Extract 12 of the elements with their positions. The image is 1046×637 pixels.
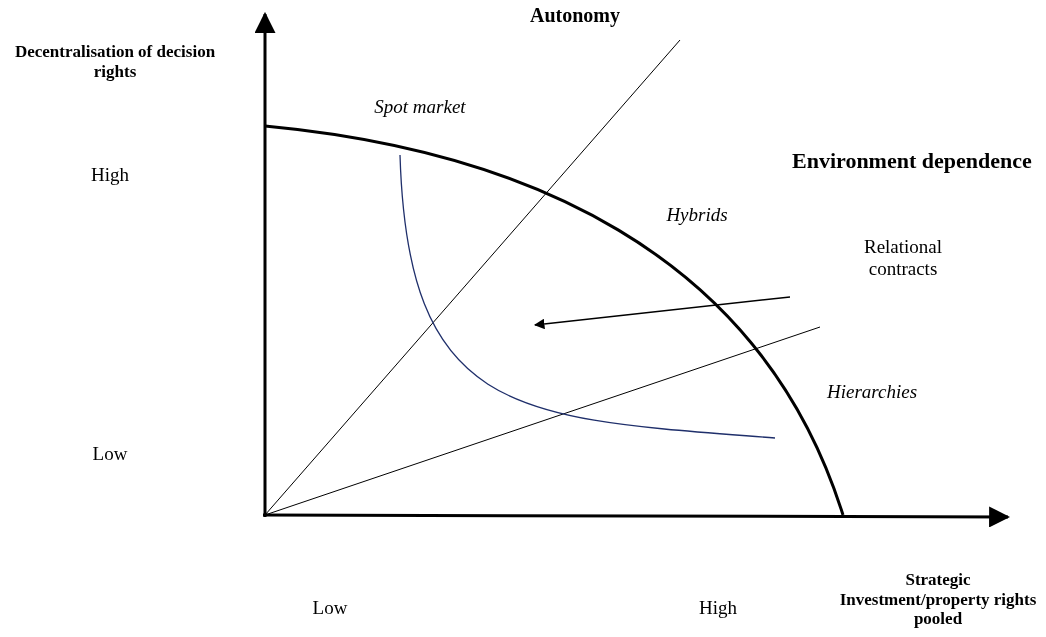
axis-title: Environment dependence bbox=[792, 148, 1033, 174]
tick-label: Low bbox=[91, 443, 129, 465]
tick-label: High bbox=[90, 164, 130, 186]
region-label: Hybrids bbox=[665, 204, 729, 226]
axis-title: Autonomy bbox=[529, 4, 621, 27]
region-label: Relational contracts bbox=[862, 236, 944, 280]
region-label: Hierarchies bbox=[825, 381, 919, 403]
tick-label: High bbox=[698, 597, 738, 619]
region-label: Spot market bbox=[373, 96, 467, 118]
tick-label: Low bbox=[311, 597, 349, 619]
axis-title: Strategic Investment/property rights pooled bbox=[838, 570, 1038, 629]
axis-title: Decentralisation of decision rights bbox=[13, 42, 217, 82]
